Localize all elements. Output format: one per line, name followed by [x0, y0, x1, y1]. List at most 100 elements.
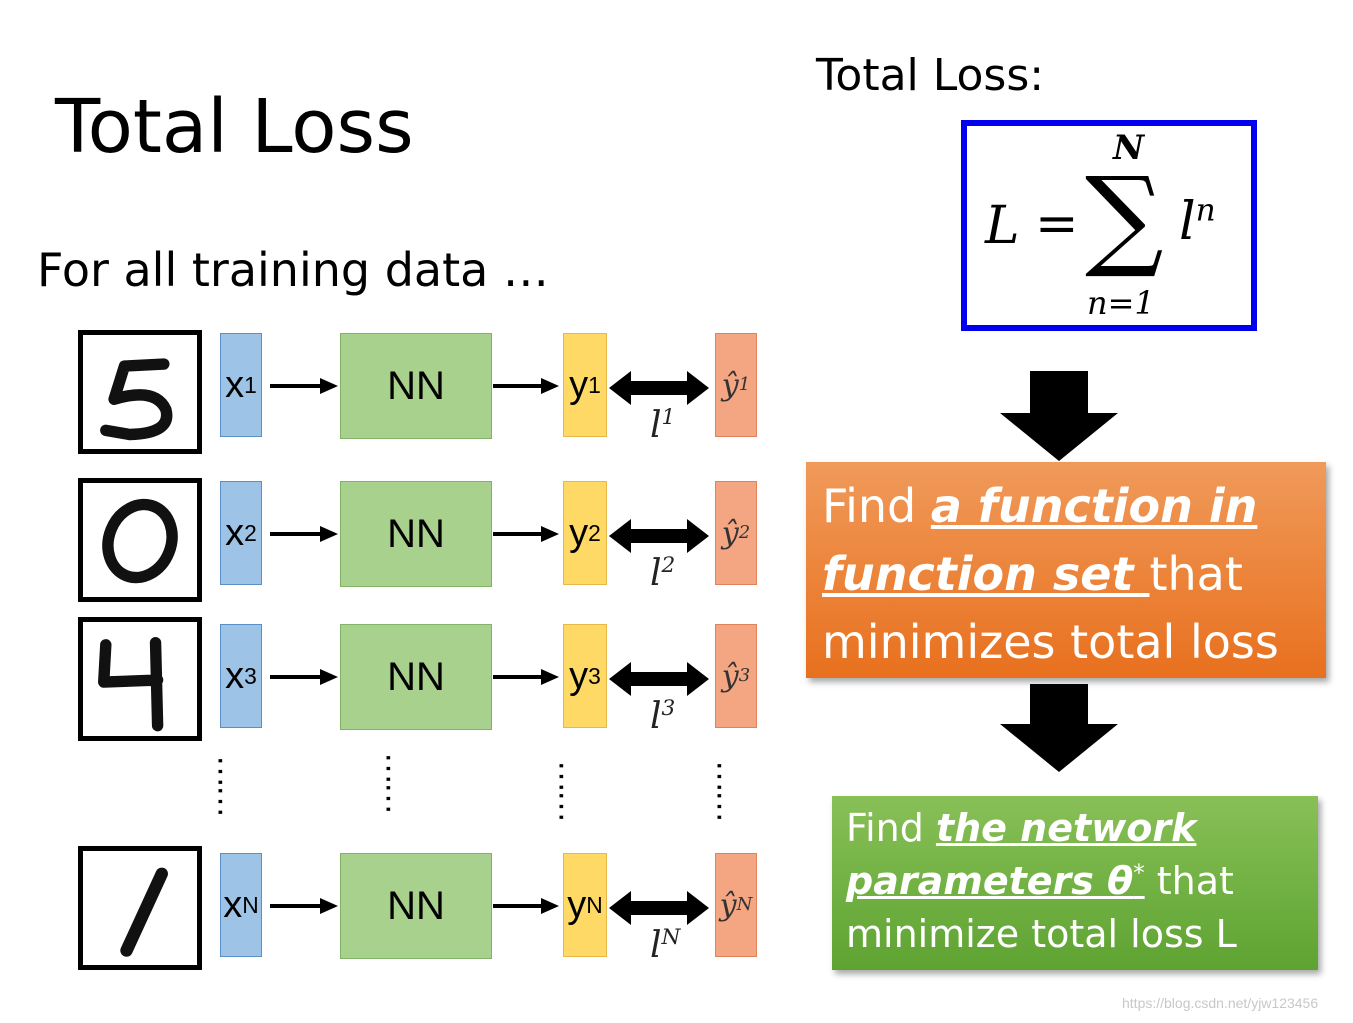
target-label-base: ŷ: [719, 887, 737, 923]
right-arrow-icon: [270, 525, 338, 548]
ellipsis-y: ……: [551, 759, 590, 820]
find-function-suffix: that: [1149, 547, 1243, 601]
digit-image-5: [78, 330, 202, 454]
output-label-base: y: [569, 363, 589, 406]
right-arrow-icon: [493, 668, 559, 691]
neural-network-label: NN: [387, 883, 445, 928]
right-arrow-icon: [270, 897, 338, 920]
formula-term-base: l: [1179, 192, 1196, 252]
loss-symbol-sup: 1: [661, 405, 676, 430]
slide-title: Total Loss: [55, 84, 414, 170]
formula-term-sup: n: [1195, 192, 1216, 229]
find-parameters-emph-sup: *: [1133, 860, 1145, 887]
digit-image-0: [78, 478, 202, 602]
input-label-base: x: [223, 883, 243, 926]
find-function-line2: function set that: [822, 540, 1310, 608]
input-label-base: x: [225, 363, 245, 406]
find-parameters-suffix: that: [1144, 859, 1234, 903]
loss-label: l1: [650, 405, 675, 446]
double-arrow-icon: [609, 891, 709, 930]
find-parameters-emph-2: parameters θ*: [846, 859, 1145, 903]
neural-network-box: NN: [340, 853, 492, 959]
find-function-line1: Find a function in: [822, 472, 1310, 540]
loss-symbol-base: l: [650, 925, 662, 966]
loss-symbol-sup: 3: [661, 696, 676, 721]
right-arrow-icon: [270, 668, 338, 691]
find-function-emph-1: a function in: [930, 479, 1258, 533]
handwritten-digit-5: [100, 358, 173, 441]
target-label-base: ŷ: [721, 515, 739, 551]
down-arrow-icon: [1000, 684, 1118, 772]
find-function-line3: minimizes total loss L: [822, 615, 1279, 737]
find-function-emph-2: function set: [822, 547, 1150, 601]
handwritten-digit-0: [102, 498, 178, 584]
ellipsis-x: ……: [210, 754, 249, 815]
ellipsis-nn-column: ……: [379, 742, 423, 822]
loss-symbol-base: l: [650, 553, 662, 594]
output-label-base: y: [569, 654, 589, 697]
ellipsis-x-column: ……: [211, 745, 255, 825]
right-arrow-icon: [493, 377, 559, 400]
neural-network-label: NN: [387, 654, 445, 699]
loss-label: l2: [650, 553, 675, 594]
target-label-base: ŷ: [721, 658, 739, 694]
ellipsis-nn: ……: [378, 751, 417, 812]
find-parameters-line3: minimize total loss L: [846, 912, 1237, 956]
right-arrow-icon: [270, 377, 338, 400]
find-parameters-prefix: Find: [846, 806, 936, 850]
digit-image-4: [78, 617, 202, 741]
handwritten-digit-1: [120, 867, 168, 957]
target-label-base: ŷ: [721, 367, 739, 403]
output-label-base: y: [569, 511, 589, 554]
total-loss-formula-box: L = N ∑ n=1 ln: [961, 120, 1257, 331]
find-parameters-emph-2-text: parameters θ: [846, 859, 1134, 903]
neural-network-box: NN: [340, 333, 492, 439]
formula-term: ln: [1179, 192, 1216, 252]
find-parameters-line1: Find the network: [846, 802, 1304, 855]
double-arrow-icon: [609, 662, 709, 701]
ellipsis-yhat: ……: [709, 759, 748, 820]
down-arrow-icon: [1000, 371, 1118, 461]
formula-sum-lower: n=1: [1087, 284, 1155, 322]
find-function-prefix: Find: [822, 479, 931, 533]
neural-network-label: NN: [387, 511, 445, 556]
double-arrow-icon: [609, 371, 709, 410]
formula-sum-symbol: ∑: [1085, 153, 1164, 281]
loss-label: lN: [650, 925, 680, 966]
find-parameters-emph-1: the network: [935, 806, 1197, 850]
formula-sum-upper: N: [1113, 128, 1145, 168]
neural-network-box: NN: [340, 481, 492, 587]
neural-network-box: NN: [340, 624, 492, 730]
input-label-base: x: [225, 511, 245, 554]
loss-symbol-sup: N: [661, 925, 681, 950]
output-label-base: y: [567, 883, 587, 926]
digit-image-1: [78, 846, 202, 970]
handwritten-digit-4: [98, 637, 164, 732]
formula-equals: =: [1035, 194, 1079, 254]
find-parameters-box: Find the network parameters θ* that mini…: [832, 796, 1318, 970]
formula-lhs: L: [985, 196, 1020, 256]
right-arrow-icon: [493, 525, 559, 548]
ellipsis-yhat-column: ……: [710, 750, 754, 830]
loss-symbol-base: l: [650, 405, 662, 446]
neural-network-label: NN: [387, 363, 445, 408]
double-arrow-icon: [609, 519, 709, 558]
loss-label: l3: [650, 696, 675, 737]
loss-symbol-base: l: [650, 696, 662, 737]
total-loss-label: Total Loss:: [816, 50, 1045, 101]
training-data-caption: For all training data …: [37, 243, 549, 297]
find-parameters-line2: parameters θ* that: [846, 855, 1304, 908]
watermark: https://blog.csdn.net/yjw123456: [1122, 995, 1319, 1011]
